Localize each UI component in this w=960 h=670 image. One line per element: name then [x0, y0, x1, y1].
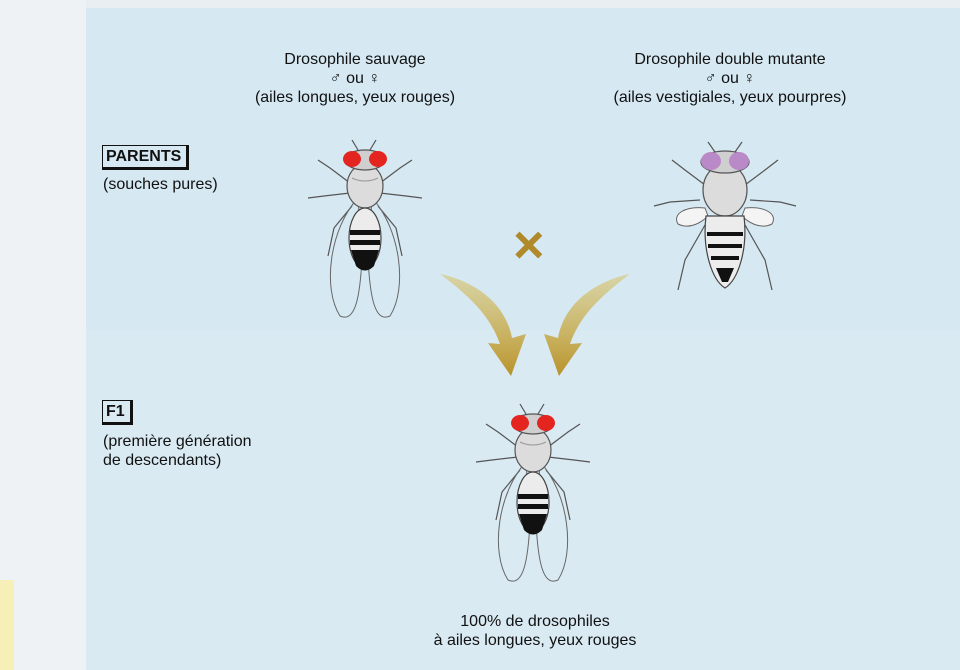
f1-fly — [468, 402, 598, 602]
purple-eye-left — [701, 152, 721, 170]
red-eye-left — [343, 151, 361, 167]
right-arrow — [544, 274, 630, 376]
f1-red-eye-left — [511, 415, 529, 431]
wild-type-fly — [300, 138, 430, 338]
mutant-fly — [650, 140, 800, 300]
f1-red-eye-right — [537, 415, 555, 431]
left-arrow — [440, 274, 526, 376]
purple-eye-right — [729, 152, 749, 170]
red-eye-right — [369, 151, 387, 167]
